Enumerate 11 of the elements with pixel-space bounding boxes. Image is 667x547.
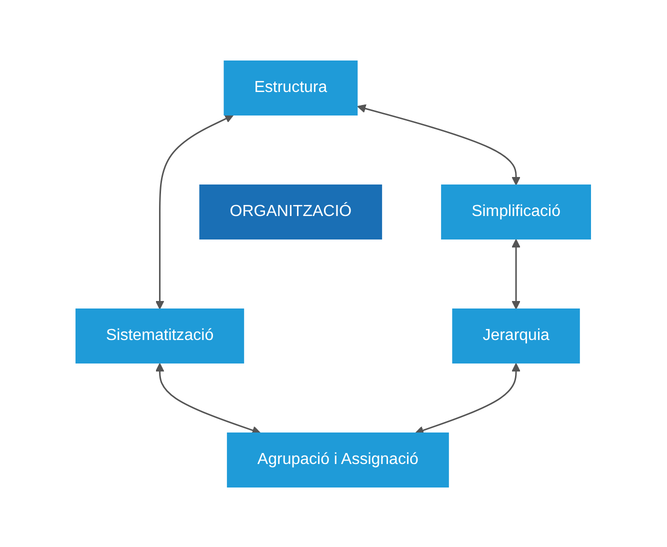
node-box: Estructura bbox=[224, 60, 358, 115]
arrow bbox=[512, 238, 521, 309]
node-box: Simplificació bbox=[441, 184, 592, 239]
node-box: ORGANITZACIÓ bbox=[200, 184, 382, 239]
node-box: Agrupació i Assignació bbox=[227, 432, 450, 487]
arrow bbox=[357, 104, 521, 185]
arrow bbox=[156, 362, 261, 434]
node-box: Sistematització bbox=[76, 308, 244, 363]
arrow bbox=[415, 362, 521, 434]
node-box: Jerarquia bbox=[452, 308, 580, 363]
arrow bbox=[156, 114, 234, 309]
